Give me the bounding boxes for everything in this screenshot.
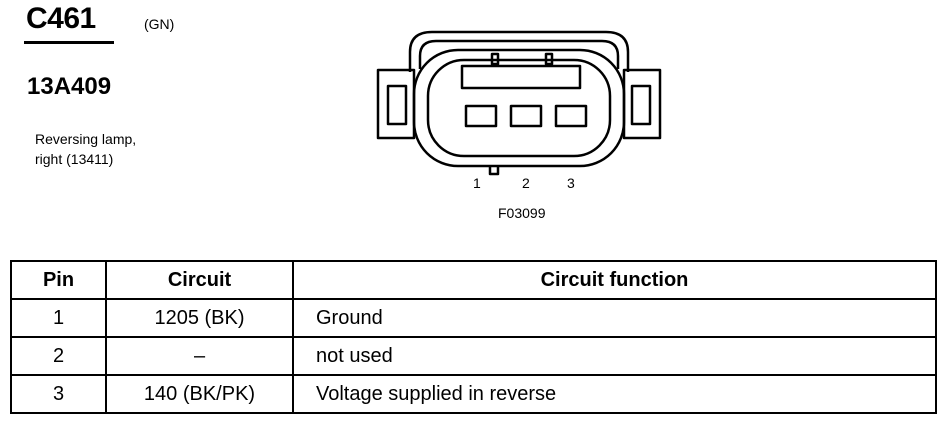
pin-label-1: 1 — [473, 175, 481, 191]
key-tab-right — [544, 52, 554, 66]
pin-label-3: 3 — [567, 175, 575, 191]
connector-id-underline — [24, 41, 114, 44]
connector-id: C461 — [26, 2, 96, 35]
left-latch — [376, 68, 416, 140]
header-function: Circuit function — [292, 260, 937, 300]
pin-cavity-1 — [464, 104, 498, 128]
figure-code: F03099 — [498, 205, 546, 221]
pin-table: Pin Circuit Circuit function 1 1205 (BK)… — [10, 260, 937, 414]
connector-shroud-inner — [418, 39, 620, 69]
key-tab-left — [490, 52, 500, 66]
header-pin: Pin — [10, 260, 107, 300]
table-row: 1 1205 (BK) Ground — [10, 298, 937, 338]
pin-cavity-2 — [509, 104, 543, 128]
function-cell: Ground — [292, 298, 937, 338]
pin-cavity-3 — [554, 104, 588, 128]
pin-label-2: 2 — [522, 175, 530, 191]
right-latch — [622, 68, 662, 140]
connector-face — [426, 58, 612, 158]
circuit-cell: 140 (BK/PK) — [105, 374, 294, 414]
connector-diagram: 1 2 3 — [376, 30, 662, 191]
pin-cell: 3 — [10, 374, 107, 414]
connector-shroud-outline — [408, 30, 630, 72]
component-description: Reversing lamp, right (13411) — [35, 129, 136, 169]
header-circuit: Circuit — [105, 260, 294, 300]
connector-color-code: (GN) — [144, 16, 175, 32]
pin-cell: 1 — [10, 298, 107, 338]
part-number: 13A409 — [27, 73, 112, 100]
function-cell: not used — [292, 336, 937, 376]
bottom-key — [488, 166, 500, 176]
circuit-cell: 1205 (BK) — [105, 298, 294, 338]
left-latch-inner — [386, 84, 408, 126]
description-line-1: Reversing lamp, — [35, 131, 137, 147]
function-cell: Voltage supplied in reverse — [292, 374, 937, 414]
connector-body — [412, 48, 626, 168]
upper-slot — [460, 64, 582, 90]
pin-table-header: Pin Circuit Circuit function — [10, 260, 937, 300]
circuit-cell: – — [105, 336, 294, 376]
description-line-2: right (13411) — [35, 151, 114, 167]
table-row: 2 – not used — [10, 336, 937, 376]
right-latch-inner — [630, 84, 652, 126]
table-row: 3 140 (BK/PK) Voltage supplied in revers… — [10, 374, 937, 414]
pin-cell: 2 — [10, 336, 107, 376]
